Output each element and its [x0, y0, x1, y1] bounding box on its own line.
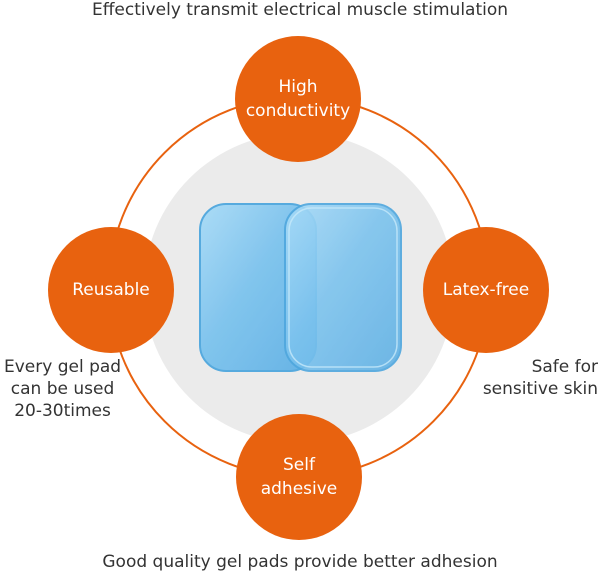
badge-label-top: High conductivity	[245, 77, 351, 121]
badge-circle-right	[423, 227, 549, 353]
gel-pad-pair	[199, 203, 402, 372]
reusable-note: Every gel pad can be used 20-30times	[4, 357, 122, 421]
bottom-caption: Good quality gel pads provide better adh…	[102, 552, 498, 572]
badge-label-bottom: Self adhesive	[260, 455, 338, 499]
badge-circle-bottom	[236, 414, 362, 540]
gel-pad-highlight	[288, 207, 398, 368]
badge-circle-top	[235, 36, 361, 162]
latex-free-note: Safe for sensitive skin	[482, 357, 598, 399]
badge-label-right: Latex-free	[442, 280, 530, 300]
top-caption: Effectively transmit electrical muscle s…	[91, 0, 509, 20]
gel-pad-right	[284, 203, 402, 372]
badge-circle-left	[48, 227, 174, 353]
badge-label-left: Reusable	[72, 280, 150, 300]
